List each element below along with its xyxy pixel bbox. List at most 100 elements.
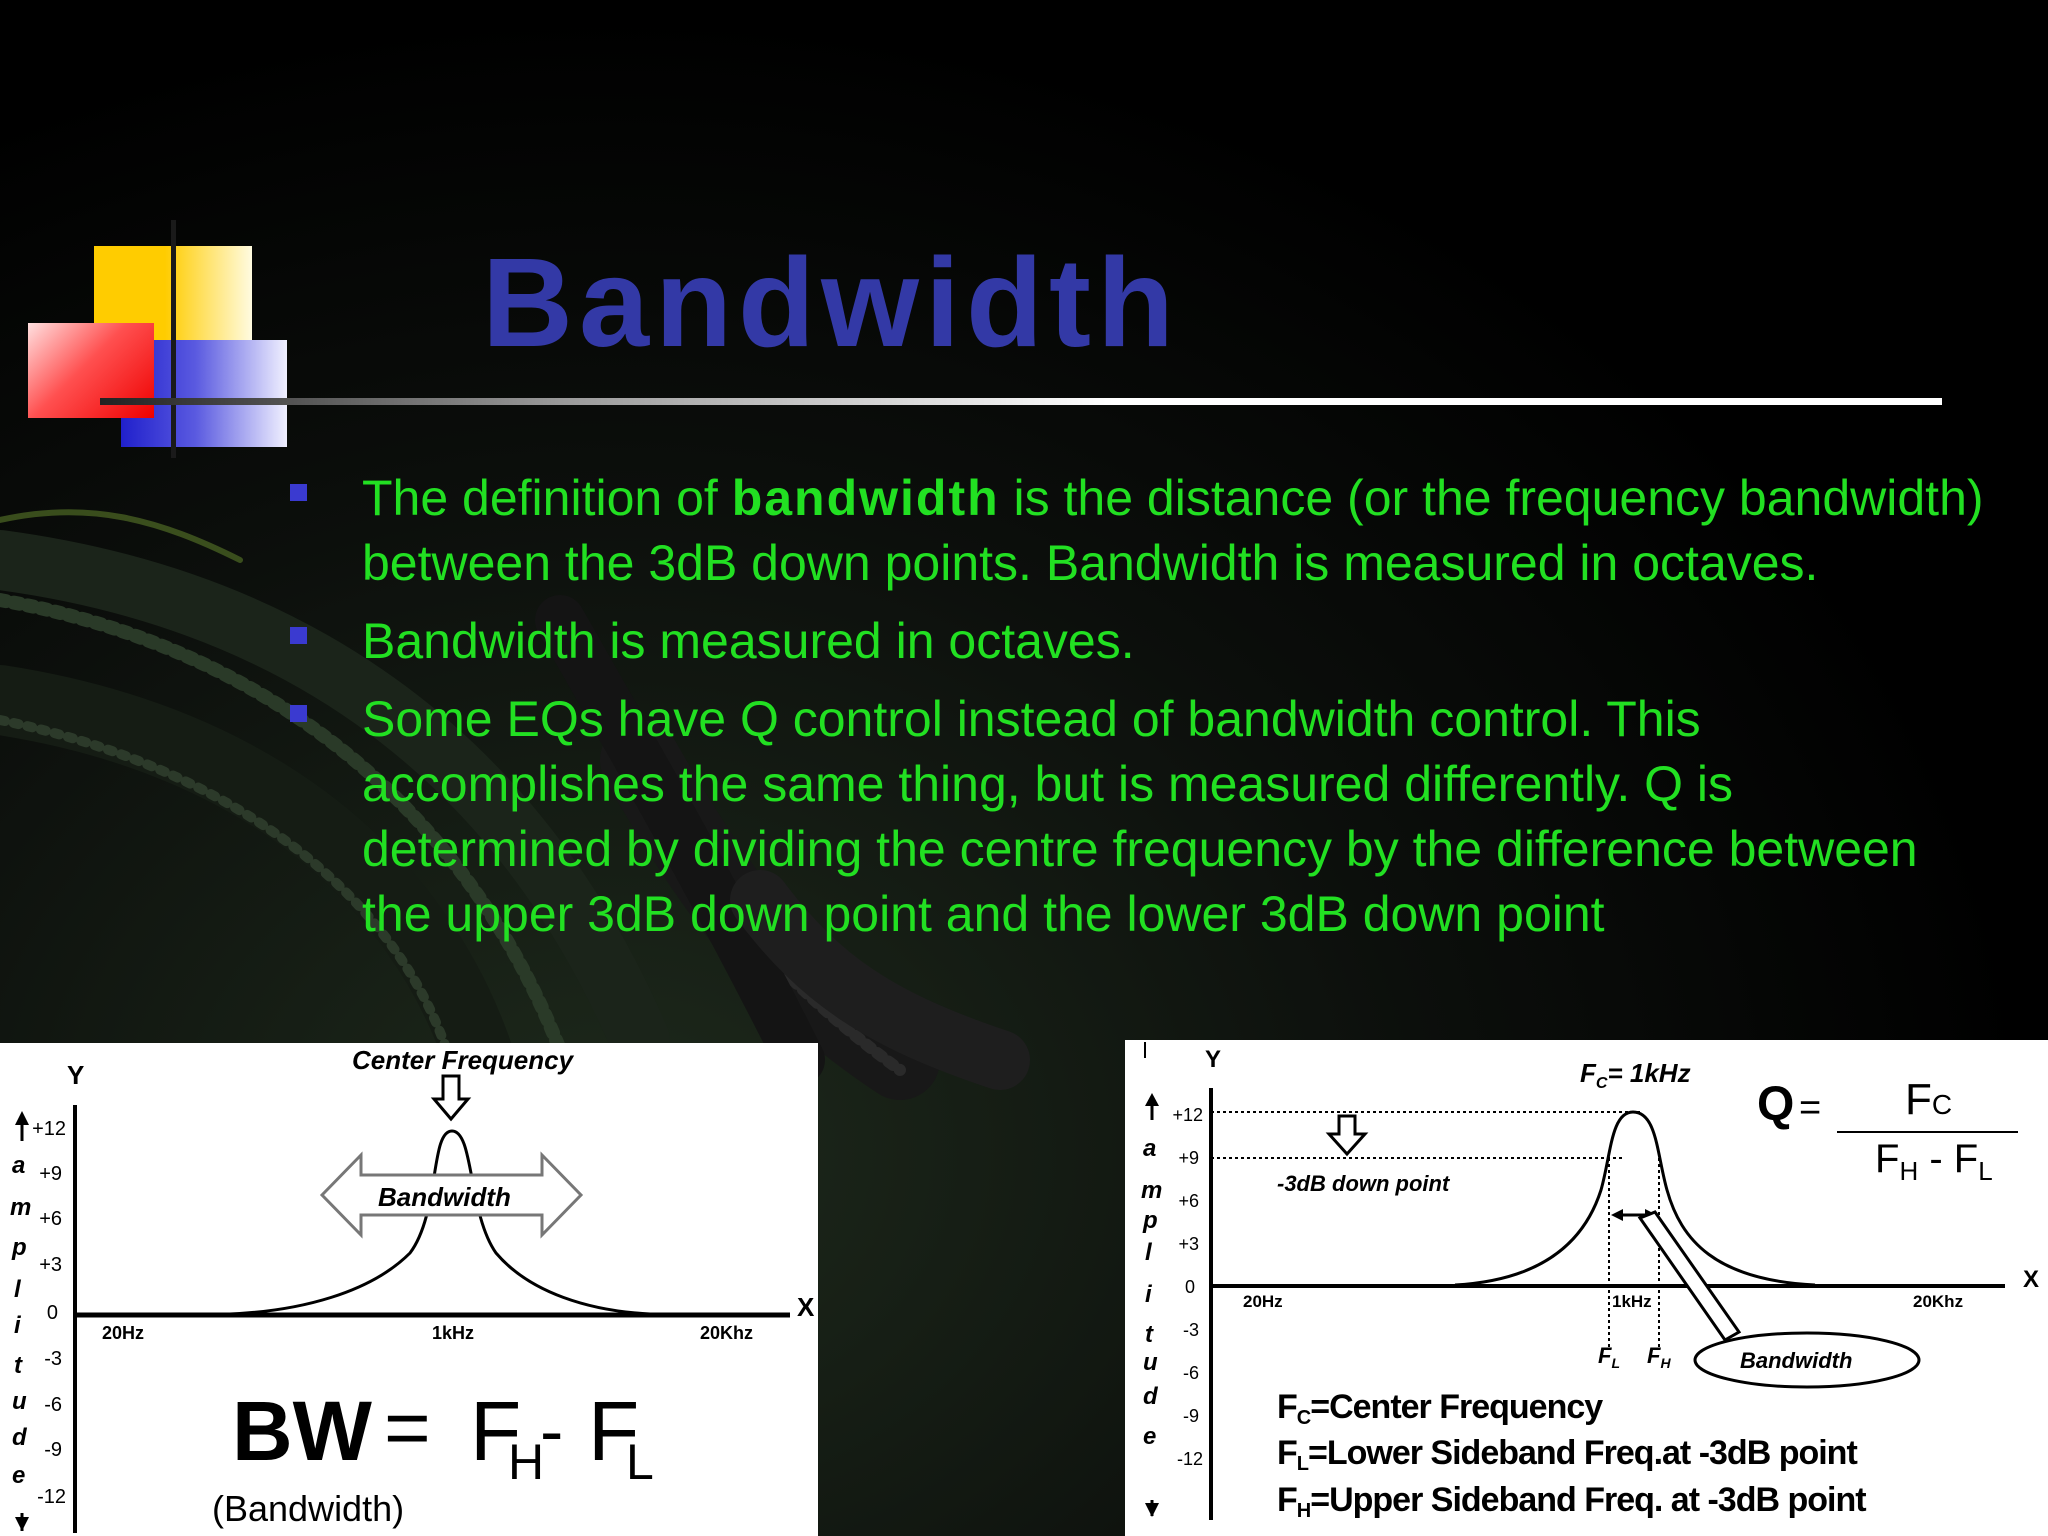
y-tick-label: -9 — [1183, 1406, 1199, 1426]
amplitude-letter: d — [12, 1424, 28, 1451]
y-tick-labels: +12 +9 +6 +3 0 -3 -6 -9 -12 — [32, 1118, 66, 1508]
y-tick-label: 0 — [47, 1302, 58, 1324]
y-tick-label: +9 — [39, 1163, 62, 1185]
q-numerator: FC — [1905, 1075, 1952, 1124]
response-curve — [229, 1129, 651, 1316]
q-factor-diagram: Y a m p l i t u d e +12 +9 +6 +3 — [1125, 1040, 2048, 1536]
amplitude-letter: m — [1141, 1177, 1162, 1204]
y-tick-label: -6 — [44, 1394, 62, 1416]
q-equals: = — [1799, 1087, 1821, 1129]
slide-title: Bandwidth — [482, 232, 1180, 373]
formula-caption: (Bandwidth) — [212, 1488, 404, 1529]
fh-label: FH — [1647, 1343, 1671, 1371]
bullet-bold-term: bandwidth — [731, 470, 1000, 526]
bullet-text: The definition of — [362, 470, 732, 526]
y-tick-label: +3 — [1178, 1234, 1199, 1254]
legend-item-fc: FC=Center Frequency — [1277, 1388, 1603, 1429]
y-tick-label: +9 — [1178, 1148, 1199, 1168]
bullet-marker — [290, 627, 307, 644]
bullet-text: is the distance (or the frequency bandwi… — [362, 470, 1984, 591]
bandwidth-label: Bandwidth — [1740, 1348, 1852, 1373]
center-arrow-icon — [430, 1074, 472, 1122]
y-tick-label: -3 — [1183, 1320, 1199, 1340]
formula-fh: F — [470, 1384, 521, 1478]
y-tick-label: +6 — [1178, 1191, 1199, 1211]
fl-label: FL — [1598, 1343, 1620, 1371]
down-point-arrow-icon — [1325, 1114, 1369, 1157]
bullet-item: The definition of bandwidth is the dista… — [284, 466, 1984, 596]
amplitude-letter: p — [1142, 1207, 1158, 1234]
x-axis-label: X — [2023, 1266, 2039, 1293]
bullet-item: Some EQs have Q control instead of bandw… — [284, 687, 1984, 947]
y-tick-label: +3 — [39, 1254, 62, 1276]
y-tick-label: +12 — [1172, 1105, 1203, 1125]
y-tick-labels: +12 +9 +6 +3 0 -3 -6 -9 -12 — [1172, 1105, 1203, 1469]
up-arrow-head-icon — [1145, 1093, 1159, 1106]
amplitude-letter: m — [10, 1194, 31, 1221]
y-tick-label: -9 — [44, 1439, 62, 1461]
bullet-list: The definition of bandwidth is the dista… — [284, 466, 1984, 960]
q-denominator: FH - FL — [1875, 1137, 1993, 1186]
x-tick-label: 20Hz — [102, 1323, 144, 1343]
bandwidth-callout-ellipse — [1693, 1331, 1921, 1389]
x-tick-labels: 20Hz 1kHz 20Khz — [102, 1323, 753, 1343]
y-tick-label: -6 — [1183, 1363, 1199, 1383]
y-axis-label: Y — [67, 1060, 84, 1090]
q-formula: Q = FC FH - FL — [1757, 1075, 2018, 1186]
fc-symbol-subscript: C — [1596, 1075, 1608, 1092]
bullet-text: Some EQs have Q control instead of bandw… — [362, 691, 1918, 942]
amplitude-letter: a — [1143, 1135, 1156, 1162]
amplitude-letter: t — [1145, 1321, 1154, 1348]
arrow-left-head-icon — [1611, 1209, 1623, 1221]
amplitude-letter: t — [14, 1352, 23, 1379]
amplitude-letter: p — [11, 1234, 27, 1261]
amplitude-letter: l — [1145, 1239, 1153, 1266]
x-tick-label: 20Khz — [700, 1323, 753, 1343]
bullet-text: Bandwidth is measured in octaves. — [362, 613, 1135, 669]
amplitude-letter: i — [1145, 1281, 1153, 1308]
bandwidth-double-arrow-icon — [319, 1151, 584, 1239]
bw-formula: BW = F H - F L (Bandwidth) — [212, 1383, 654, 1529]
formula-bw: BW — [232, 1384, 373, 1478]
x-tick-label: 20Hz — [1243, 1292, 1283, 1311]
x-tick-label: 1kHz — [432, 1323, 474, 1343]
amplitude-label: a m p l i t u d e — [1141, 1135, 1162, 1450]
amplitude-letter: d — [1143, 1383, 1159, 1410]
bandwidth-diagram: Y a m p l i t u d e +12 +9 +6 +3 — [0, 1043, 818, 1536]
x-tick-label: 20Khz — [1913, 1292, 1963, 1311]
bandwidth-diagram-svg: Y a m p l i t u d e +12 +9 +6 +3 — [10, 1045, 815, 1533]
bandwidth-callout-pointer — [1637, 1210, 1742, 1342]
x-tick-labels: 20Hz 1kHz 20Khz — [1243, 1292, 1963, 1311]
bullet-marker — [290, 484, 307, 501]
amplitude-letter: i — [14, 1312, 22, 1339]
amplitude-letter: l — [14, 1276, 22, 1303]
down-arrow-head-icon — [1145, 1503, 1159, 1517]
title-rule — [100, 398, 1942, 405]
y-tick-label: -12 — [37, 1486, 66, 1508]
x-axis-label: X — [797, 1292, 815, 1322]
formula-equals: = — [384, 1383, 431, 1472]
q-factor-diagram-svg: Y a m p l i t u d e +12 +9 +6 +3 — [1141, 1042, 2039, 1522]
formula-fl-subscript: L — [626, 1434, 654, 1490]
deco-vertical-line — [171, 220, 176, 458]
frequency-legend: FC=Center Frequency FL=Lower Sideband Fr… — [1277, 1388, 1867, 1522]
down-point-label: -3dB down point — [1277, 1171, 1451, 1196]
center-frequency-label: Center Frequency — [352, 1045, 575, 1075]
bandwidth-label: Bandwidth — [378, 1182, 511, 1212]
y-tick-label: +6 — [39, 1208, 62, 1230]
down-arrow-head-icon — [15, 1517, 29, 1531]
fc-value-label: 1kHz — [1630, 1058, 1691, 1088]
formula-fl: F — [588, 1384, 639, 1478]
amplitude-label: a m p l i t u d e — [10, 1152, 31, 1489]
q-symbol: Q — [1757, 1078, 1794, 1131]
legend-item-fl: FL=Lower Sideband Freq.at -3dB point — [1277, 1434, 1857, 1475]
y-tick-label: -3 — [44, 1348, 62, 1370]
amplitude-letter: u — [1143, 1349, 1158, 1376]
formula-fh-subscript: H — [508, 1434, 544, 1490]
bullet-marker — [290, 705, 307, 722]
y-tick-label: 0 — [1185, 1277, 1195, 1297]
response-curve — [1454, 1110, 1816, 1287]
amplitude-letter: e — [1143, 1423, 1156, 1450]
amplitude-letter: e — [12, 1462, 25, 1489]
